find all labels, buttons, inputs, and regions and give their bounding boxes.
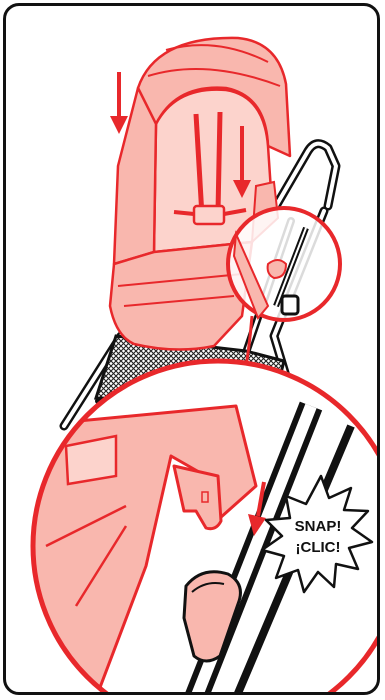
small-zoom-circle bbox=[228, 208, 340, 320]
instruction-illustration: SNAP! ¡CLIC! bbox=[6, 6, 380, 695]
down-arrow-icon bbox=[110, 72, 128, 134]
instruction-panel: SNAP! ¡CLIC! bbox=[3, 3, 380, 695]
snap-text: SNAP! bbox=[295, 518, 342, 535]
clic-text: ¡CLIC! bbox=[296, 539, 341, 556]
